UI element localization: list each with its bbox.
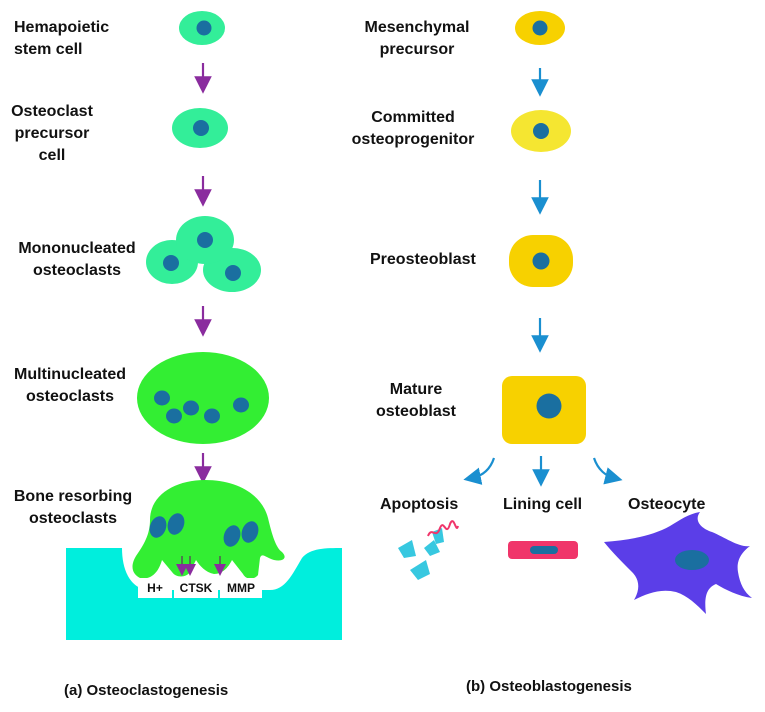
label-line: Preosteoblast	[370, 251, 476, 268]
secretion-ctsk: CTSK	[179, 581, 213, 595]
label-line: precursor	[14, 125, 90, 142]
preosteoblast	[509, 235, 573, 287]
multinucleated-osteoclast	[137, 352, 269, 444]
osteocyte	[604, 512, 752, 614]
label-line: stem cell	[14, 41, 83, 58]
lining-cell	[508, 541, 578, 559]
label-committed-osteoprogenitor: Committed osteoprogenitor	[338, 107, 488, 151]
secretion-box-1	[138, 578, 172, 598]
label-multinucleated-osteoclasts: Multinucleated osteoclasts	[4, 364, 136, 408]
label-line: Mononucleated	[18, 240, 136, 257]
label-line: cell	[38, 147, 66, 164]
secretion-box-3	[220, 578, 262, 598]
label-line: Bone resorbing	[13, 488, 133, 505]
label-line: Mesenchymal	[364, 19, 470, 36]
label-lining-cell: Lining cell	[503, 496, 583, 513]
mononucleated-osteoclasts	[146, 216, 261, 292]
label-apoptosis: Apoptosis	[380, 496, 459, 513]
committed-osteoprogenitor	[511, 110, 571, 152]
label-osteocyte: Osteocyte	[628, 496, 706, 513]
caption-osteoclastogenesis: (a) Osteoclastogenesis	[64, 682, 229, 699]
label-hematopoietic-stem-cell: Hemapoietic stem cell	[14, 17, 109, 61]
label-line: Hemapoietic	[14, 19, 110, 36]
label-line: Multinucleated	[13, 366, 126, 383]
label-line: precursor	[379, 41, 455, 58]
osteoclast-precursor-cell	[172, 108, 228, 148]
caption-osteoblastogenesis: (b) Osteoblastogenesis	[466, 678, 632, 695]
label-mature-osteoblast: Mature osteoblast	[366, 379, 466, 423]
label-mononucleated-osteoclasts: Mononucleated osteoclasts	[10, 238, 144, 282]
label-line: osteoblast	[375, 403, 456, 420]
secretion-h-plus: H+	[147, 581, 163, 595]
label-line: Committed	[371, 109, 455, 126]
secretion-mmp: MMP	[227, 581, 255, 595]
label-line: osteoclasts	[28, 510, 118, 527]
label-mesenchymal-precursor: Mesenchymal precursor	[352, 17, 482, 61]
bone-resorbing-osteoclast	[132, 480, 285, 579]
arrow-apoptosis	[463, 457, 496, 485]
label-line: Osteoclast	[11, 103, 93, 120]
hematopoietic-stem-cell	[179, 11, 225, 45]
label-preosteoblast: Preosteoblast	[370, 249, 476, 271]
secretion-box-2	[174, 578, 218, 598]
arrow-osteocyte	[592, 457, 623, 485]
label-line: osteoprogenitor	[351, 131, 475, 148]
label-line: osteoclasts	[32, 262, 122, 279]
label-bone-resorbing-osteoclasts: Bone resorbing osteoclasts	[6, 486, 140, 530]
label-line: Mature	[389, 381, 443, 398]
label-osteoclast-precursor: Osteoclast precursor cell	[10, 101, 94, 167]
label-line: osteoclasts	[25, 388, 115, 405]
apoptotic-fragments	[398, 520, 459, 580]
mesenchymal-precursor	[515, 11, 565, 45]
mature-osteoblast	[502, 376, 586, 444]
